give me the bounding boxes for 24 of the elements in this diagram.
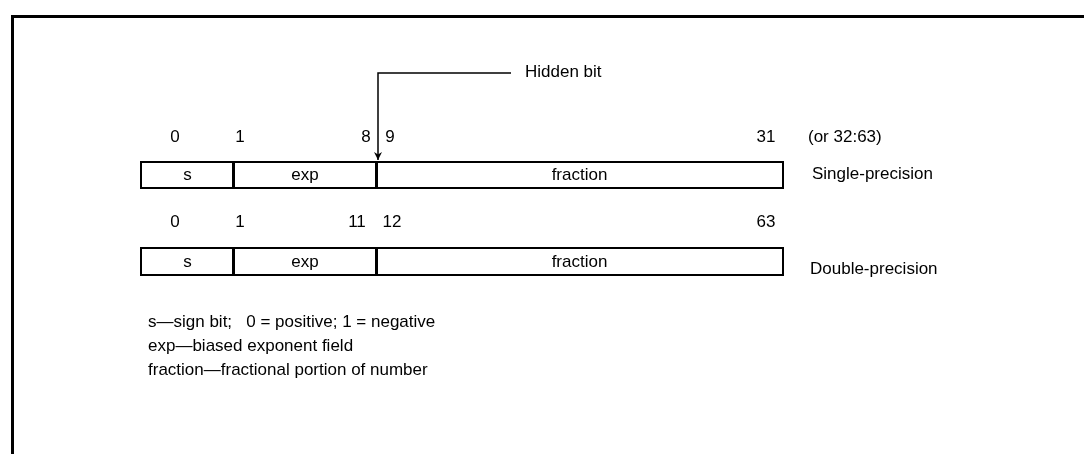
callout-text: Hidden bit xyxy=(525,62,602,82)
legend-note: exp—biased exponent field xyxy=(148,336,354,356)
legend-note: s—sign bit; 0 = positive; 1 = negative xyxy=(148,312,436,332)
fraction-field: fraction xyxy=(375,161,784,189)
bit-number: 8 xyxy=(361,127,371,147)
bit-number: 0 xyxy=(170,212,180,232)
sign-field: s xyxy=(140,161,235,189)
bit-number: 9 xyxy=(385,127,395,147)
arrow xyxy=(374,72,512,161)
exponent-field: exp xyxy=(232,247,378,276)
format-name: Double-precision xyxy=(810,259,938,279)
fraction-field: fraction xyxy=(375,247,784,276)
bit-number: 12 xyxy=(382,212,402,232)
bit-range-note: (or 32:63) xyxy=(808,127,882,147)
exponent-field: exp xyxy=(232,161,378,189)
bit-number: 63 xyxy=(756,212,776,232)
legend-note: fraction—fractional portion of number xyxy=(148,360,428,380)
bit-number: 11 xyxy=(348,212,366,232)
bit-number: 1 xyxy=(235,212,245,232)
bit-number: 31 xyxy=(756,127,776,147)
format-name: Single-precision xyxy=(812,164,933,184)
bit-number: 0 xyxy=(170,127,180,147)
bit-number: 1 xyxy=(235,127,245,147)
sign-field: s xyxy=(140,247,235,276)
